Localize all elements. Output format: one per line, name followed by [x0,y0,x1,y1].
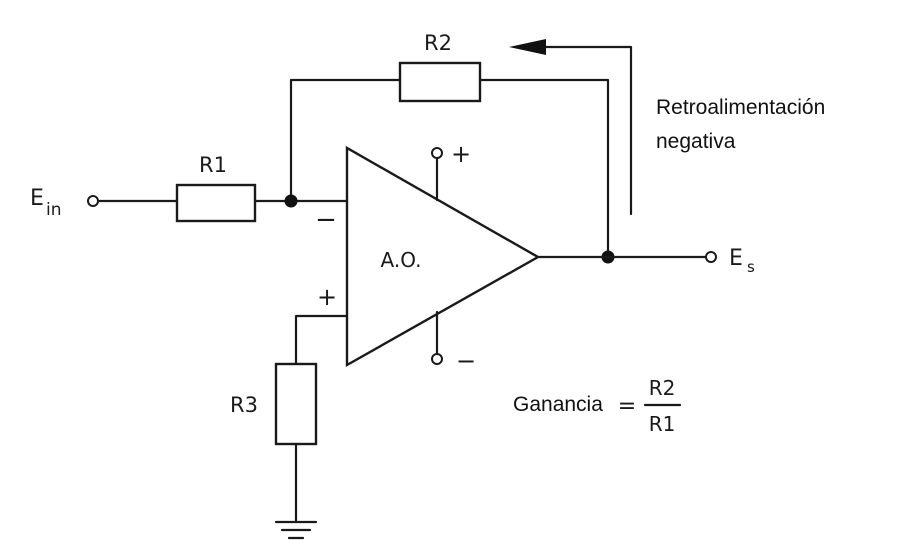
feedback-note-line1: Retroalimentación [656,96,825,119]
output-terminal [705,251,717,263]
supply-negative-terminal [431,353,443,365]
supply-positive-terminal [431,147,443,159]
supply-positive-sign: + [451,140,471,168]
input-label: E [30,186,44,211]
gain-numerator: R2 [649,376,676,400]
feedback-note-line2: negativa [656,130,736,153]
gain-equals: = [618,394,636,419]
resistor-r2 [398,61,482,103]
feedback-wire-right [478,78,610,259]
r2-label: R2 [424,31,452,55]
output-label-subscript: s [747,258,755,276]
output-label: E [729,246,743,271]
gain-denominator: R1 [649,412,676,436]
opamp-triangle [345,145,541,368]
inverting-input-sign: − [315,205,337,235]
ground-icon [274,520,318,540]
feedback-arrow-icon [509,39,633,216]
opamp-label: A.O. [381,248,422,272]
supply-negative-sign: − [456,347,476,375]
input-label-subscript: in [46,200,62,220]
r1-label: R1 [199,153,227,177]
input-terminal [87,195,99,207]
feedback-wire-left [289,78,402,203]
gain-label: Ganancia [513,393,603,416]
inverting-node-dot [284,194,298,208]
noninverting-input-sign: + [317,283,337,311]
resistor-r1 [175,183,257,223]
resistor-r3 [274,362,318,446]
noninverting-wire [294,314,349,366]
r3-label: R3 [230,393,258,417]
